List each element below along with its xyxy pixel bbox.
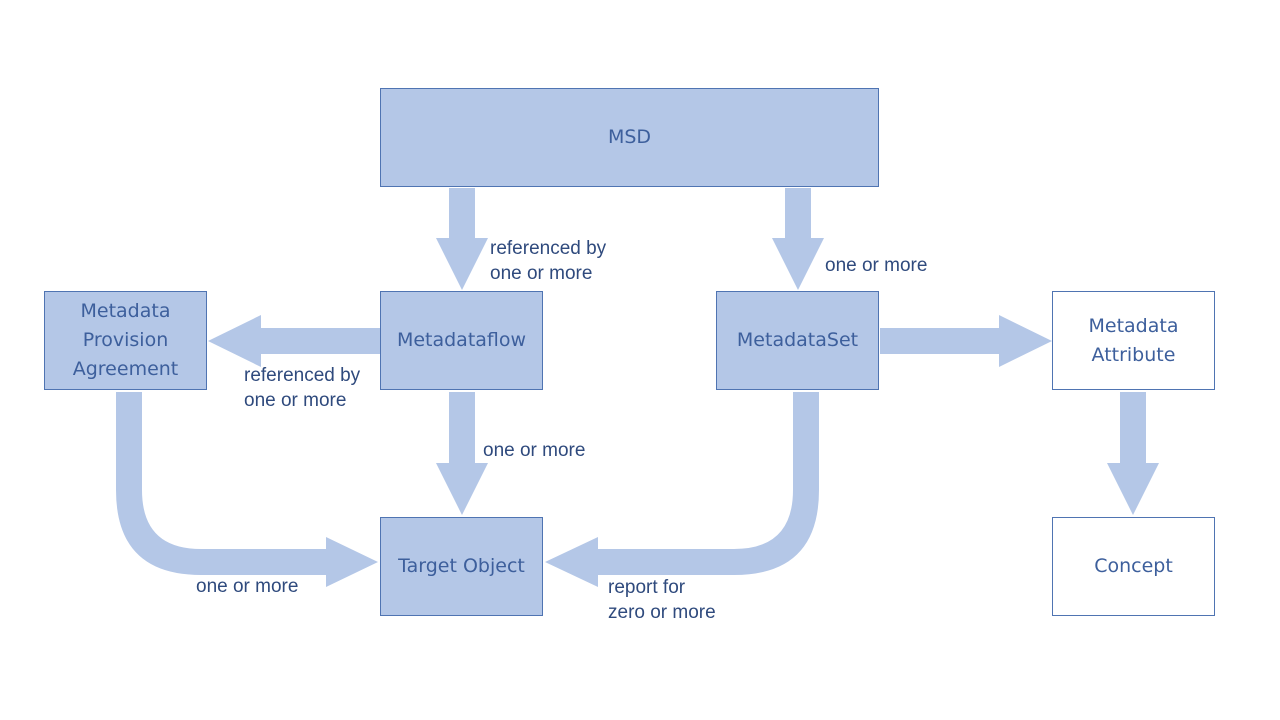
label-msd-to-metadataset: one or more <box>825 255 928 276</box>
label-metadataset-to-target: report for zero or more <box>608 577 716 623</box>
label-provision-to-target: one or more <box>196 576 299 597</box>
msd-node: MSD <box>380 88 879 187</box>
arrow-metadataflow-to-provision-agreement <box>208 315 380 367</box>
arrow-msd-to-metadataset <box>772 188 824 290</box>
target-object-node: Target Object <box>380 517 543 616</box>
metadataset-node: MetadataSet <box>716 291 879 390</box>
label-metadataflow-to-target: one or more <box>483 440 586 461</box>
arrow-metadataflow-to-target-object <box>436 392 488 515</box>
concept-node: Concept <box>1052 517 1215 616</box>
label-msd-to-metadataflow: referenced by one or more <box>490 238 607 284</box>
label-metadataflow-to-provision: referenced by one or more <box>244 365 361 411</box>
metadata-attribute-node: Metadata Attribute <box>1052 291 1215 390</box>
metadata-provision-agreement-node: Metadata Provision Agreement <box>44 291 207 390</box>
arrow-msd-to-metadataflow <box>436 188 488 290</box>
arrow-provision-agreement-to-target-object <box>116 392 378 587</box>
arrow-metadataset-to-target-object <box>545 392 819 587</box>
arrow-metadataset-to-metadata-attribute <box>880 315 1052 367</box>
arrow-metadata-attribute-to-concept <box>1107 392 1159 515</box>
metadataflow-node: Metadataflow <box>380 291 543 390</box>
